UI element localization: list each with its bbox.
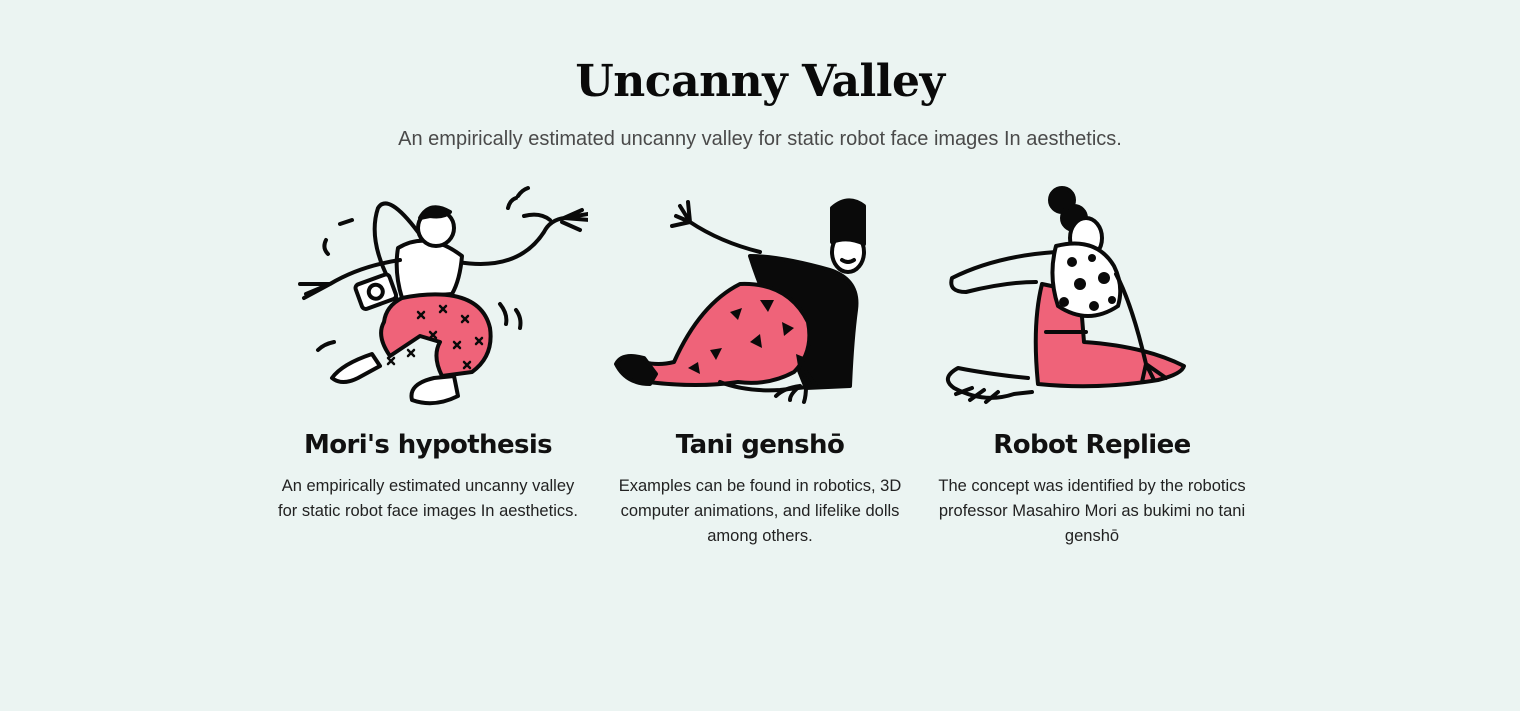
card-description: An empirically estimated uncanny valley … [278,477,578,520]
feature-card-tani-gensho: Tani genshō Examples can be found in rob… [594,182,926,562]
page-subtitle: An empirically estimated uncanny valley … [398,128,1122,150]
feature-cards: Mori's hypothesis An empirically estimat… [262,182,1258,562]
dancing-person-with-radio-illustration [298,186,588,406]
feature-card-moris-hypothesis: Mori's hypothesis An empirically estimat… [262,182,594,562]
card-title: Tani genshō [675,430,845,460]
card-title: Robot Repliee [993,430,1191,460]
sitting-woman-leaning-illustration [946,186,1186,404]
page-title: Uncanny Valley [575,56,945,107]
feature-card-robot-repliee: Robot Repliee The concept was identified… [926,182,1258,562]
card-title: Mori's hypothesis [303,430,553,460]
card-description: The concept was identified by the roboti… [938,477,1246,545]
reclining-person-waving-illustration [614,198,866,404]
card-description: Examples can be found in robotics, 3D co… [618,477,902,545]
